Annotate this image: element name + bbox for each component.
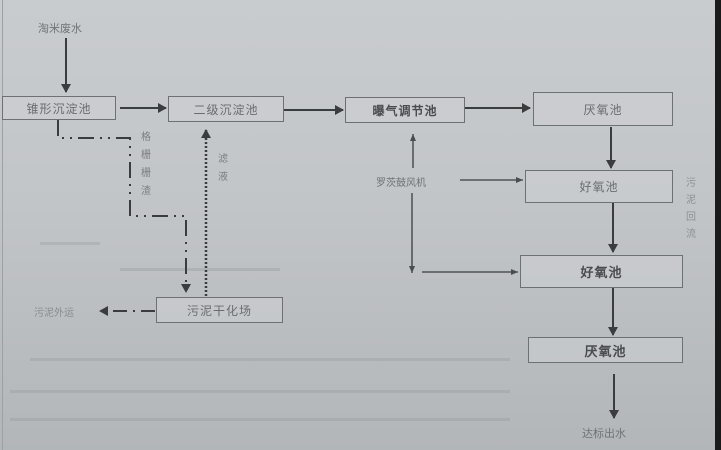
raw-water-label: 淘米废水 [38,22,82,35]
grid-residue-label: 格 栅 栅 渣 [141,132,151,197]
sludge-out-label: 污泥外运 [34,308,74,319]
page-edge-left [2,0,3,450]
cone-settling-tank-node: 锥形沉淀池 [2,96,116,120]
ghost-text-line [10,390,510,393]
aeration-regulating-tank-node: 曝气调节池 [345,97,465,123]
filtrate-label: 滤 液 [218,154,228,183]
anaerobic-tank-2-node: 厌氧池 [528,337,683,363]
anaerobic-tank-1-node: 厌氧池 [533,92,673,126]
aerobic-tank-2-node: 好氧池 [520,255,683,288]
roots-blower-label: 罗茨鼓风机 [376,178,426,189]
secondary-settling-tank-node: 二级沉淀池 [168,96,284,122]
aerobic-tank-1-node: 好氧池 [525,170,673,203]
ghost-text-line [120,268,280,271]
ghost-text-line [10,418,510,421]
ghost-text-line [30,358,510,361]
ghost-text-line [40,242,100,245]
effluent-label: 达标出水 [582,427,626,440]
sludge-return-label: 污 泥 回 流 [686,178,696,240]
page-edge-right [715,0,721,450]
sludge-drying-yard-node: 污泥干化场 [156,297,283,323]
